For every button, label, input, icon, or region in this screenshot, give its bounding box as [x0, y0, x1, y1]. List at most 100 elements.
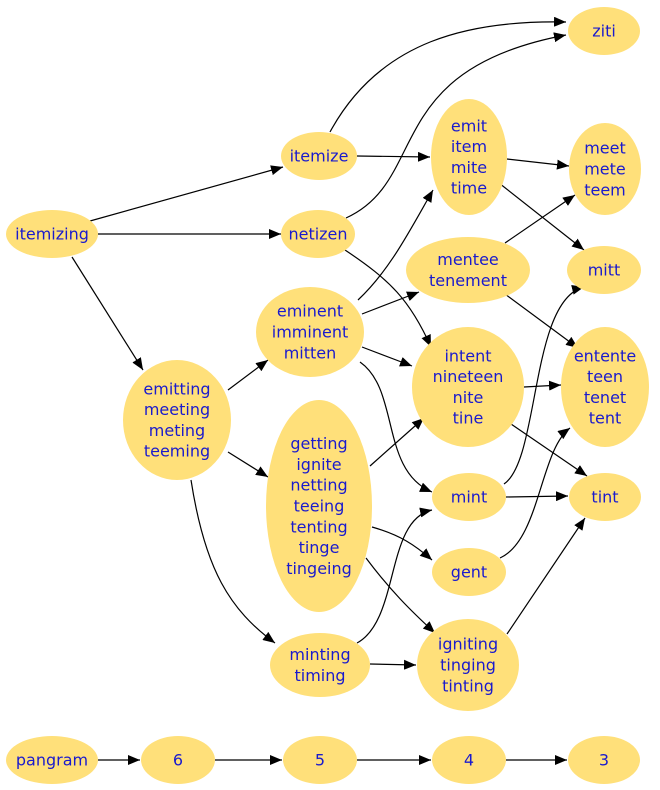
node-label: pangram [16, 751, 88, 770]
node-ellipse [281, 210, 355, 258]
edge-netizen-to-intent [344, 249, 432, 348]
edge-arrow [359, 361, 433, 493]
node-itemizing: itemizing [6, 210, 98, 258]
edge-arrow [329, 16, 567, 133]
node-label: mentee [437, 250, 499, 269]
edge-arrow [506, 517, 586, 635]
edge-itemizing-to-emitting [71, 256, 144, 371]
node-ellipse [431, 99, 507, 215]
edge-minting-to-igniting [369, 659, 417, 670]
edge-emitting-to-eminent [227, 359, 269, 391]
node-label: time [451, 179, 487, 198]
node-label: netizen [288, 225, 347, 244]
node-n4: 4 [432, 736, 506, 784]
node-label: emitting [143, 379, 210, 398]
node-label: mint [451, 488, 487, 507]
node-ellipse [6, 210, 98, 258]
node-label: itemize [290, 147, 349, 166]
node-label: netting [290, 476, 347, 495]
node-label: 4 [464, 751, 474, 770]
edge-arrow [369, 417, 425, 467]
node-label: mitten [284, 343, 337, 362]
edge-getting-to-gent [371, 526, 433, 561]
edge-emitting-to-minting [190, 479, 276, 644]
node-label: teen [587, 367, 623, 386]
node-ellipse [569, 123, 641, 215]
node-label: teem [584, 180, 626, 199]
node-label: mitt [588, 261, 621, 280]
node-label: ziti [592, 22, 616, 41]
node-label: tinting [442, 676, 494, 695]
node-label: minting [289, 645, 350, 664]
node-label: 5 [315, 751, 325, 770]
edge-intent-to-entente [523, 380, 562, 391]
edge-arrow [503, 284, 585, 485]
edge-eminent-to-mentee [361, 291, 420, 315]
edge-netizen-to-ziti [345, 32, 567, 219]
node-label: getting [290, 434, 347, 453]
node-n3: 3 [568, 736, 640, 784]
edge-arrow [356, 151, 431, 162]
node-ziti: ziti [568, 7, 640, 55]
node-ellipse [561, 327, 649, 447]
node-label: nineteen [433, 367, 504, 386]
node-tint: tint [569, 473, 641, 521]
node-label: itemizing [15, 225, 89, 244]
node-label: tingeing [286, 559, 352, 578]
edge-arrow [510, 423, 588, 477]
edge-arrow [361, 291, 420, 315]
node-label: tenet [584, 388, 626, 407]
node-n6: 6 [141, 736, 215, 784]
edge-eminent-to-mint [359, 361, 433, 493]
edge-gent-to-entente [499, 427, 571, 559]
node-ellipse [406, 237, 530, 303]
node-label: emit [451, 116, 487, 135]
node-label: meting [149, 421, 205, 440]
node-ellipse [123, 360, 231, 480]
node-label: imminent [272, 323, 348, 342]
node-mint: mint [432, 473, 506, 521]
edge-arrow [504, 293, 579, 349]
node-ellipse [432, 548, 506, 596]
edge-arrow [371, 526, 433, 561]
node-label: ignite [296, 455, 341, 474]
node-label: mete [584, 160, 626, 179]
node-label: tinging [440, 656, 496, 675]
edge-arrow [89, 165, 284, 222]
edge-itemize-to-emit [356, 151, 431, 162]
edge-emitting-to-getting [227, 451, 269, 478]
node-label: tenement [429, 271, 507, 290]
edge-arrow [356, 507, 433, 644]
edge-arrow [365, 557, 436, 634]
node-label: entente [574, 346, 636, 365]
node-label: eminent [277, 302, 343, 321]
edge-arrow [344, 249, 432, 348]
edge-arrow [505, 491, 569, 502]
node-itemize: itemize [281, 132, 357, 180]
node-label: intent [444, 346, 491, 365]
node-label: item [451, 137, 487, 156]
node-label: meeting [144, 400, 210, 419]
edge-emit-to-mitt [498, 182, 585, 251]
edge-arrow [498, 182, 585, 251]
node-ellipse [270, 633, 370, 697]
node-mentee: mentee tenement [406, 237, 530, 303]
edge-eminent-to-intent [361, 346, 413, 367]
edge-mint-to-mitt [503, 284, 585, 485]
edge-mentee-to-meet [504, 194, 576, 244]
edge-arrow [71, 256, 144, 371]
node-label: gent [451, 563, 487, 582]
edge-arrow [227, 451, 269, 478]
node-label: 6 [173, 751, 183, 770]
edge-eminent-to-emit [357, 189, 434, 301]
edge-arrow [369, 659, 417, 670]
node-label: meet [584, 139, 626, 158]
edge-getting-to-igniting [365, 557, 436, 634]
edge-mentee-to-entente [504, 293, 579, 349]
edge-mint-to-tint [505, 491, 569, 502]
edge-arrow [361, 346, 413, 367]
edge-igniting-to-tint [506, 517, 586, 635]
node-label: 3 [599, 751, 609, 770]
